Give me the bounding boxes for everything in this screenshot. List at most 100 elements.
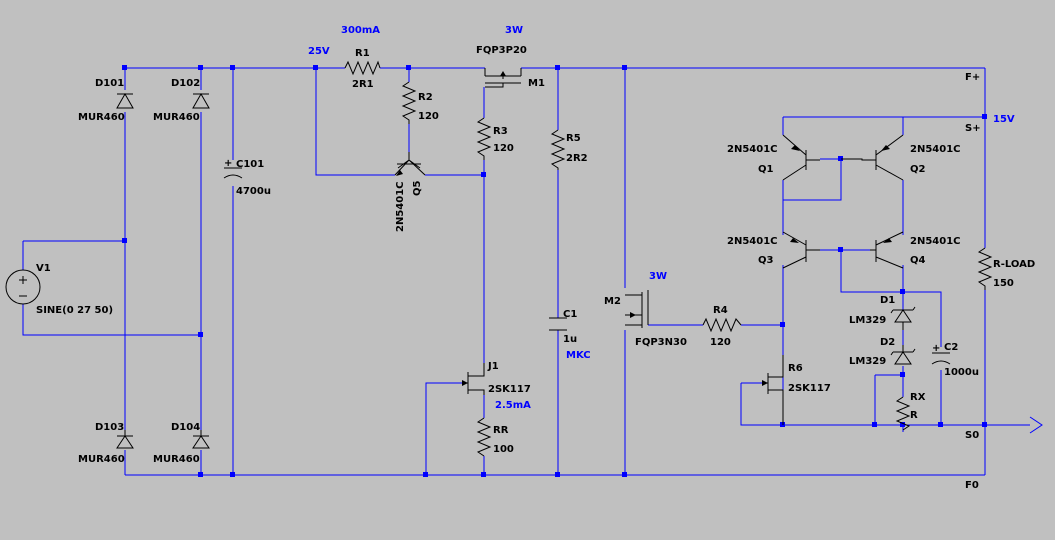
- transistor-q5-symbol[interactable]: [394, 152, 426, 176]
- diode-d101-symbol[interactable]: [116, 92, 134, 109]
- label-d101-value: MUR460: [78, 112, 125, 123]
- label-r2-value: 120: [418, 111, 439, 122]
- note-current-j1: 2.5mA: [495, 400, 531, 411]
- note-power-m2: 3W: [649, 271, 667, 282]
- transistor-q4-symbol[interactable]: [870, 231, 904, 269]
- label-r6-ref: R6: [788, 363, 803, 374]
- label-q1-value: 2N5401C: [727, 144, 778, 155]
- label-d104-value: MUR460: [153, 454, 200, 465]
- label-rr-ref: RR: [493, 425, 509, 436]
- label-r5-ref: R5: [566, 133, 581, 144]
- label-c101-value: 4700u: [236, 186, 271, 197]
- label-m1-ref: M1: [528, 78, 545, 89]
- svg-text:+: +: [224, 158, 232, 169]
- label-r3-ref: R3: [493, 126, 508, 137]
- zener-d2-symbol[interactable]: [890, 345, 916, 365]
- label-c101-ref: C101: [236, 159, 264, 170]
- label-d103-ref: D103: [95, 422, 124, 433]
- note-current-r1: 300mA: [341, 25, 380, 36]
- resistor-r4-symbol[interactable]: [702, 317, 742, 333]
- label-m2-ref: M2: [604, 296, 621, 307]
- label-q5-ref: Q5: [412, 180, 423, 196]
- label-c2-value: 1000u: [944, 367, 979, 378]
- label-rr-value: 100: [493, 444, 514, 455]
- label-j1-ref: J1: [487, 361, 499, 372]
- transistor-q2-symbol[interactable]: [841, 134, 904, 181]
- label-d1-value: LM329: [849, 315, 886, 326]
- note-v-out: 15V: [993, 114, 1015, 125]
- note-power-m1: 3W: [505, 25, 523, 36]
- label-r4-value: 120: [710, 337, 731, 348]
- label-r6-value: 2SK117: [788, 383, 831, 394]
- label-c1-value: 1u: [563, 334, 577, 345]
- resistor-rload-symbol[interactable]: [977, 247, 993, 290]
- label-r3-value: 120: [493, 143, 514, 154]
- label-d1-ref: D1: [880, 295, 895, 306]
- net-label-f-zero: F0: [965, 480, 979, 491]
- capacitor-c2-symbol[interactable]: +: [931, 343, 951, 365]
- voltage-source-v1-symbol[interactable]: [5, 269, 41, 305]
- net-label-f-plus: F+: [965, 72, 980, 83]
- jfet-j1-symbol[interactable]: [462, 363, 485, 395]
- label-r4-ref: R4: [713, 305, 728, 316]
- label-c1-ref: C1: [563, 309, 577, 320]
- label-q2-value: 2N5401C: [910, 144, 961, 155]
- label-m2-value: FQP3N30: [635, 337, 687, 348]
- mosfet-m1-symbol[interactable]: [484, 68, 522, 88]
- net-label-s-plus: S+: [965, 123, 981, 134]
- label-q3-value: 2N5401C: [727, 236, 778, 247]
- resistor-rx-symbol[interactable]: [895, 396, 911, 431]
- jfet-r6-symbol[interactable]: [762, 355, 784, 425]
- note-c1-type: MKC: [566, 350, 591, 361]
- wires: [22, 67, 1043, 476]
- resistor-rr-symbol[interactable]: [476, 417, 492, 457]
- label-rx-value: R: [910, 410, 918, 421]
- label-d104-ref: D104: [171, 422, 200, 433]
- label-r5-value: 2R2: [566, 153, 588, 164]
- resistor-r3-symbol[interactable]: [476, 117, 492, 160]
- label-j1-value: 2SK117: [488, 384, 531, 395]
- capacitor-c101-symbol[interactable]: +: [223, 158, 243, 179]
- label-d101-ref: D101: [95, 78, 124, 89]
- capacitor-c1-symbol[interactable]: [549, 317, 567, 331]
- label-r2-ref: R2: [418, 92, 433, 103]
- label-d103-value: MUR460: [78, 454, 125, 465]
- label-m1-value: FQP3P20: [476, 45, 527, 56]
- label-q2-ref: Q2: [910, 164, 926, 175]
- net-labels: F+ S+ S0 F0: [965, 72, 981, 491]
- diode-d102-symbol[interactable]: [192, 92, 210, 109]
- label-q5-value: 2N5401C: [395, 182, 406, 233]
- resistor-r5-symbol[interactable]: [550, 129, 566, 170]
- svg-text:+: +: [932, 343, 940, 354]
- label-v1-ref: V1: [36, 263, 51, 274]
- label-c2-ref: C2: [944, 342, 958, 353]
- label-d2-ref: D2: [880, 337, 895, 348]
- transistor-q3-symbol[interactable]: [782, 231, 820, 269]
- label-v1-value: SINE(0 27 50): [36, 305, 113, 316]
- label-r1-value: 2R1: [352, 79, 374, 90]
- label-d102-ref: D102: [171, 78, 200, 89]
- label-q1-ref: Q1: [758, 164, 774, 175]
- label-rload-ref: R-LOAD: [993, 259, 1035, 270]
- annotation-labels: 300mA 3W 25V 3W 2.5mA MKC 15V: [308, 25, 1015, 411]
- label-r1-ref: R1: [355, 48, 370, 59]
- resistor-r2-symbol[interactable]: [401, 81, 417, 124]
- label-rload-value: 150: [993, 278, 1014, 289]
- zener-d1-symbol[interactable]: [890, 306, 916, 330]
- label-rx-ref: RX: [910, 392, 926, 403]
- diode-d103-symbol[interactable]: [116, 430, 134, 449]
- mosfet-m2-symbol[interactable]: [625, 290, 649, 328]
- net-label-s-zero: S0: [965, 430, 979, 441]
- junction-dots: [122, 65, 987, 477]
- label-d2-value: LM329: [849, 356, 886, 367]
- transistor-q1-symbol[interactable]: [782, 134, 820, 181]
- label-q4-value: 2N5401C: [910, 236, 961, 247]
- resistor-r1-symbol[interactable]: [344, 60, 381, 76]
- label-d102-value: MUR460: [153, 112, 200, 123]
- note-v-rail: 25V: [308, 46, 330, 57]
- label-q3-ref: Q3: [758, 255, 774, 266]
- diode-d104-symbol[interactable]: [192, 430, 210, 449]
- label-q4-ref: Q4: [910, 255, 926, 266]
- component-labels: D101 MUR460 D102 MUR460 D103 MUR460 D104…: [36, 45, 1035, 465]
